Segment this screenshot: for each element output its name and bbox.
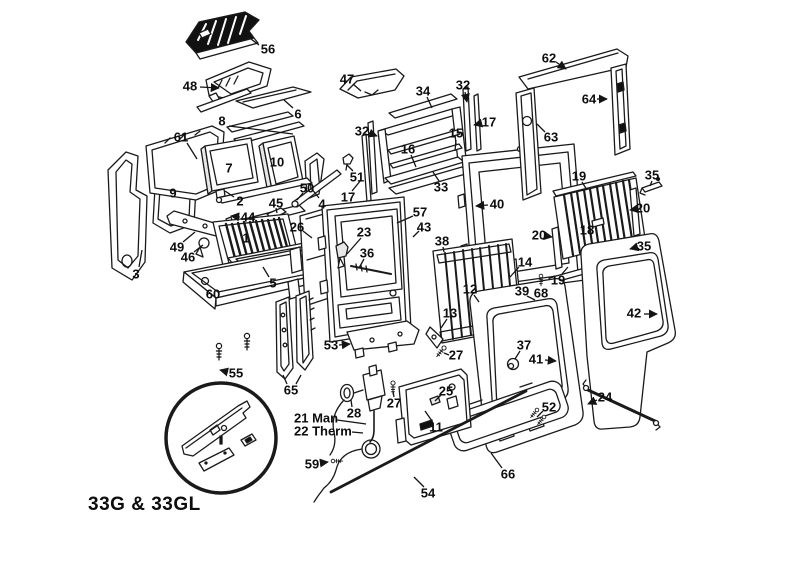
leader-line-25 (434, 394, 442, 402)
leader-line-5 (262, 266, 270, 278)
leader-line-24 (587, 396, 598, 405)
thermostat-assembly-shape (313, 364, 386, 503)
part-50-shape (291, 169, 342, 208)
part-62-shape (518, 48, 629, 90)
leader-line-17 (473, 118, 484, 128)
leader-line-65 (282, 374, 288, 385)
leader-line-62 (555, 60, 567, 70)
leader-line-63 (536, 123, 546, 133)
part-3-shape (107, 151, 148, 281)
leader-line-37 (514, 350, 521, 360)
part-7-shape (200, 137, 259, 199)
leader-line-19 (561, 266, 569, 275)
leader-line-28 (350, 399, 353, 408)
leader-line-53 (338, 340, 351, 350)
leader-line-3 (138, 249, 143, 268)
leader-line-36 (358, 258, 365, 269)
part-34-shape (388, 93, 458, 119)
leader-line-57 (396, 215, 414, 224)
leader-line-23 (346, 237, 362, 255)
leader-line-21-Man (336, 419, 367, 425)
door-assembly-shape (317, 196, 420, 359)
leader-line-55 (219, 367, 230, 377)
leader-line-46 (193, 244, 204, 253)
leader-line-14 (509, 266, 520, 278)
leader-line-56 (246, 35, 260, 46)
leader-line-32 (460, 91, 470, 103)
inset-detail-circle (164, 381, 278, 495)
leader-line-12 (473, 294, 480, 303)
part-19-top-strip (552, 171, 637, 197)
leader-line-38 (442, 246, 445, 253)
part-6-shape (235, 86, 312, 109)
leader-line-40 (475, 200, 489, 210)
leader-line-2 (224, 190, 235, 198)
leader-line-48 (199, 83, 220, 93)
leader-line-13 (440, 318, 448, 329)
leader-line-8 (228, 125, 294, 135)
part-24-shape (582, 379, 661, 431)
leader-line-22-Therm (351, 431, 364, 434)
leader-line-15 (454, 139, 457, 152)
leader-line-49 (182, 231, 196, 243)
leader-line-32 (367, 128, 378, 138)
part-65-shape (275, 290, 316, 380)
part-48-shape (196, 61, 272, 113)
part-64-shape (610, 63, 631, 156)
part-2-shape (215, 177, 313, 204)
leader-line-61 (186, 142, 198, 160)
leader-line-44 (230, 212, 241, 222)
part-63-shape (515, 87, 542, 201)
leader-line-34 (426, 96, 433, 109)
leader-line-47 (352, 83, 362, 92)
leader-line-35 (649, 180, 653, 187)
leader-line-45 (275, 207, 278, 214)
leader-line-41 (544, 355, 557, 365)
part-16-frame-shape (377, 106, 467, 185)
leader-line-17 (351, 179, 362, 192)
leader-line-43 (412, 230, 420, 238)
part-54-shape (329, 389, 528, 494)
leader-line-52 (536, 410, 544, 418)
leader-line-16 (410, 154, 417, 168)
leader-line-19 (581, 181, 588, 191)
leader-line-6 (283, 99, 294, 109)
leader-line-51 (346, 164, 354, 172)
leader-line-11 (424, 410, 433, 422)
part-56-shape (185, 11, 260, 60)
leader-line-65 (295, 374, 302, 385)
part-51-shape (342, 153, 354, 171)
leader-line-66 (490, 452, 503, 469)
leader-line-20 (629, 204, 639, 214)
leader-line-27 (443, 352, 450, 356)
leader-line-39 (526, 295, 536, 301)
part-66-shape (447, 380, 569, 452)
part-32-17-strips (361, 86, 482, 203)
leader-line-20 (543, 231, 553, 241)
part-42-door-shape (580, 233, 676, 430)
leader-line-33 (432, 171, 440, 182)
leader-line-50 (296, 192, 304, 201)
leader-line-59 (319, 458, 329, 468)
part-13-shape (425, 326, 444, 349)
leader-line-27 (392, 390, 395, 398)
leader-line-54 (413, 476, 425, 488)
leader-line-4 (310, 187, 320, 199)
leader-line-26 (302, 230, 313, 239)
leader-line-35 (629, 242, 640, 252)
part-47-shape (339, 68, 405, 99)
